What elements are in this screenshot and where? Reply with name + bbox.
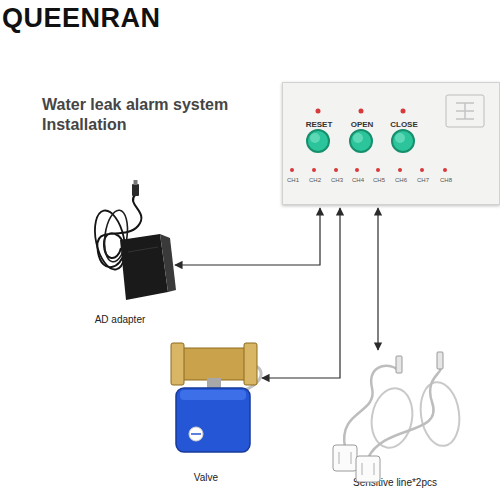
cable-coil [90, 208, 130, 273]
led [290, 168, 294, 172]
channel-label: CH6 [390, 177, 412, 184]
brand-watermark: QUEENRAN [2, 3, 161, 34]
push-button [392, 130, 414, 152]
sensor-probe [356, 456, 380, 482]
channel-label: CH2 [304, 177, 326, 184]
connector-arrow [175, 208, 320, 265]
logo-mark [456, 103, 474, 119]
adapter-side [160, 234, 176, 292]
sensor-plug [396, 356, 402, 373]
cable-coil [367, 385, 417, 451]
valve-illustration [171, 343, 261, 452]
panel-details [290, 95, 484, 172]
led [312, 168, 316, 172]
button-label: OPEN [342, 120, 382, 129]
channel-label: CH8 [435, 177, 457, 184]
connector-arrow [262, 208, 340, 378]
led [443, 168, 447, 172]
indicator-mark [191, 433, 201, 435]
valve-wire [236, 365, 261, 392]
valve-stem [207, 378, 221, 390]
connector-arrow [377, 208, 378, 350]
part-label: Sensitive line*2pcs [322, 477, 468, 489]
button-highlight [353, 133, 363, 143]
led [316, 109, 321, 114]
led [376, 168, 380, 172]
adapter-seam [128, 247, 158, 252]
valve-part: Valve [150, 340, 262, 488]
controller-panel: RESETOPENCLOSE CH1CH2CH3CH4CH5CH6CH7CH8 [282, 82, 500, 205]
hex-end [244, 343, 257, 385]
channel-label: CH3 [326, 177, 348, 184]
actuator [176, 388, 250, 452]
button-label: CLOSE [384, 120, 424, 129]
part-label: Valve [152, 472, 260, 484]
led [398, 168, 402, 172]
cable-coil [417, 380, 464, 449]
button-highlight [310, 133, 320, 143]
sensor-plug [437, 352, 443, 369]
cable-coil [101, 209, 130, 264]
led [401, 109, 406, 114]
led [334, 168, 338, 172]
actuator-top [180, 390, 246, 400]
adapter-cable [97, 195, 141, 267]
channel-label: CH1 [282, 177, 304, 184]
sensor-illustration [333, 352, 463, 482]
dc-plug [132, 184, 139, 196]
diagram-title: Water leak alarm system Installation [42, 95, 257, 135]
brass-body [180, 348, 248, 380]
position-indicator [189, 427, 203, 441]
sensor-probe [333, 445, 357, 471]
adapter-illustration [90, 180, 176, 300]
push-button [350, 130, 372, 152]
logo-frame [446, 95, 484, 127]
hex-end [171, 343, 184, 385]
push-button [307, 130, 329, 152]
button-label: RESET [299, 120, 339, 129]
channel-label: CH7 [412, 177, 434, 184]
button-highlight [395, 133, 405, 143]
adapter-part: AD adapter [65, 180, 175, 330]
led [359, 109, 364, 114]
channel-label: CH5 [368, 177, 390, 184]
led [355, 168, 359, 172]
sensor-cable [368, 368, 441, 458]
sensor-part: Sensitive line*2pcs [320, 350, 470, 495]
led [420, 168, 424, 172]
adapter-body [120, 234, 168, 300]
part-label: AD adapter [67, 314, 173, 326]
probe-contact [339, 452, 374, 475]
dc-plug-tip [134, 180, 138, 185]
channel-label: CH4 [347, 177, 369, 184]
sensor-cable [344, 366, 399, 447]
